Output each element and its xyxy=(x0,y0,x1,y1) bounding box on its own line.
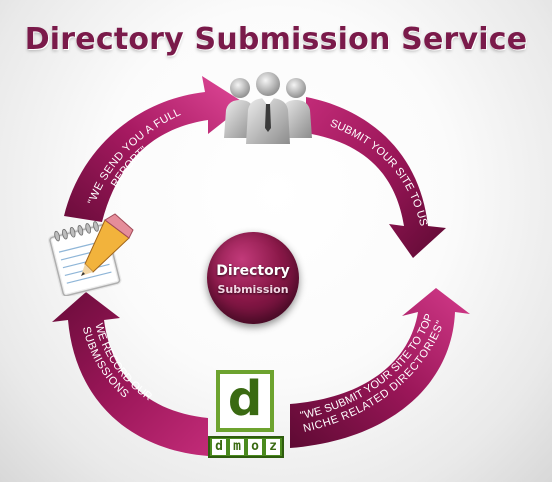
dmoz-d-letter: d xyxy=(216,370,274,432)
notepad-icon xyxy=(47,213,134,296)
arrow-top-left xyxy=(64,76,246,222)
people-icon xyxy=(224,72,312,144)
center-subtitle: Submission xyxy=(217,283,289,296)
dmoz-wordmark: d m o z xyxy=(208,436,284,458)
center-circle xyxy=(207,232,299,324)
arrow-bottom-left xyxy=(52,292,208,456)
arrow-top-right xyxy=(306,97,446,258)
dmoz-letter: m xyxy=(230,439,244,455)
arrow-bottom-right xyxy=(290,288,470,448)
pencil-icon xyxy=(81,213,134,276)
dmoz-logo: d d m o z xyxy=(208,370,284,460)
center-title: Directory xyxy=(216,263,290,279)
dmoz-letter: o xyxy=(248,439,262,455)
dmoz-letter: d xyxy=(212,439,226,455)
dmoz-letter: z xyxy=(266,439,280,455)
page-title: Directory Submission Service xyxy=(24,22,528,57)
